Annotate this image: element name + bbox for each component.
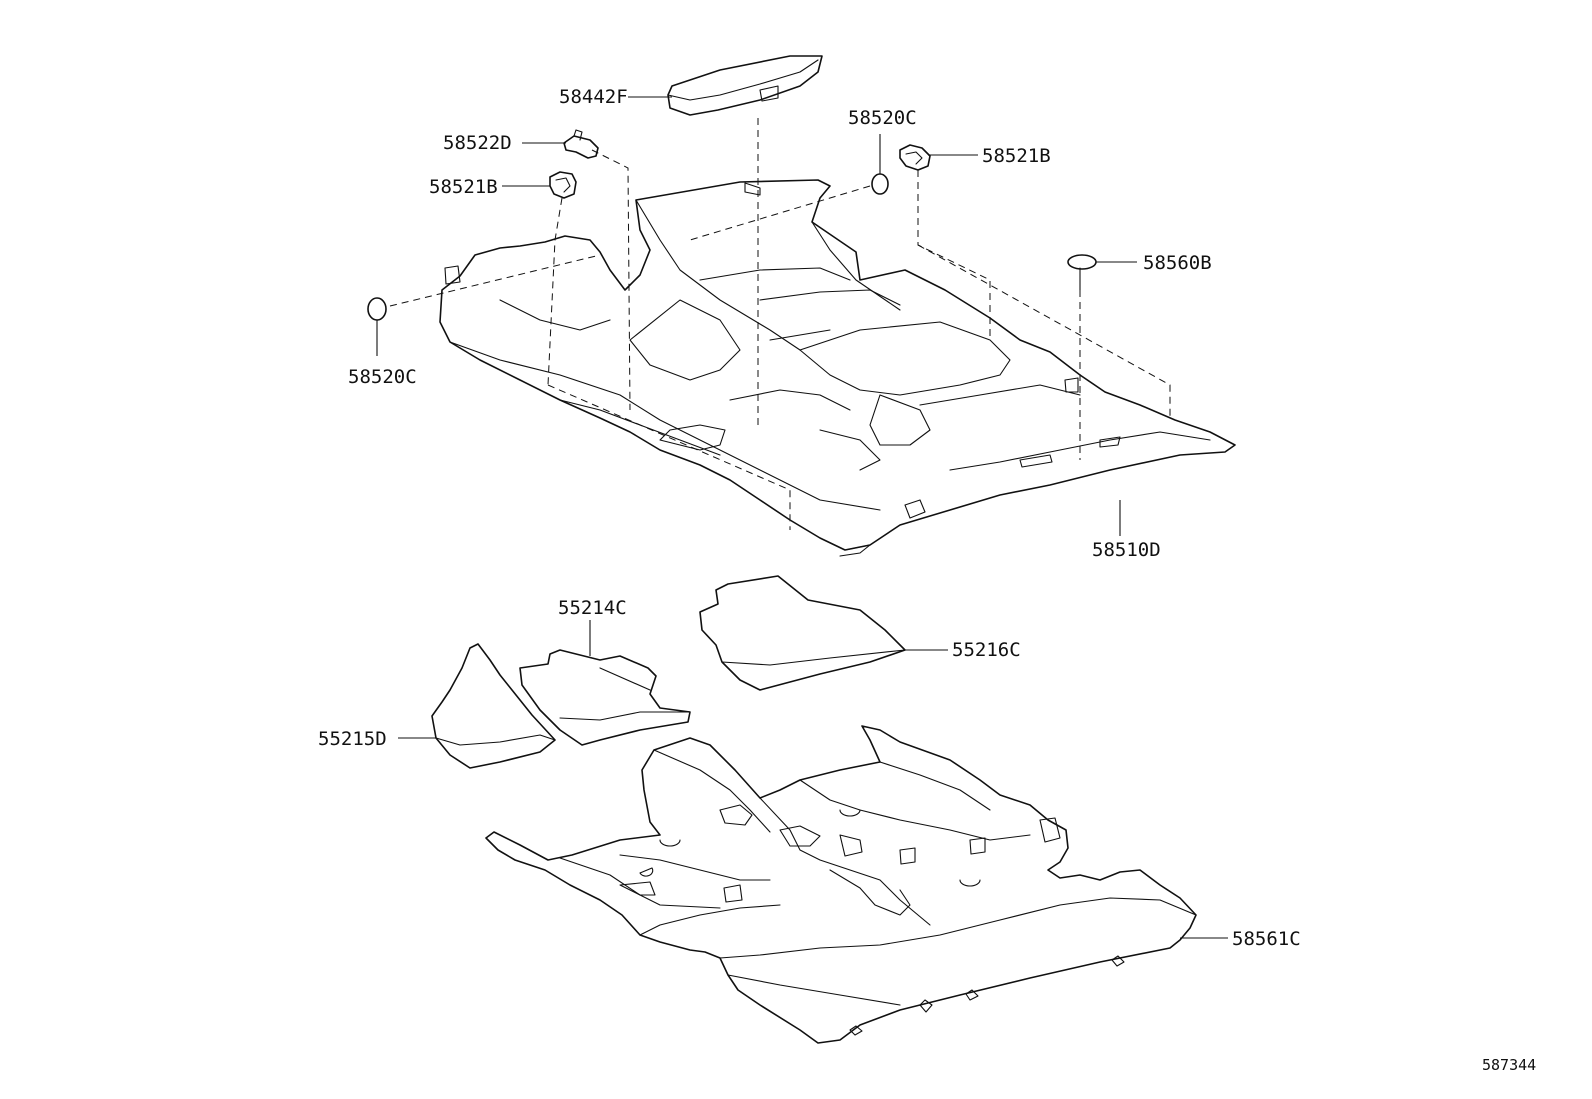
assembly-dashed-lines xyxy=(389,118,1171,530)
callout-58442f: 58442F xyxy=(559,86,628,108)
callout-58520c-left: 58520C xyxy=(348,366,417,388)
callout-55215d: 55215D xyxy=(318,728,387,750)
clip-58522d xyxy=(563,129,599,159)
floor-mat-55216c xyxy=(699,575,906,691)
floor-mat-55215d xyxy=(431,643,556,769)
floor-carpet-58561c xyxy=(485,725,1197,1044)
floor-silencer-58510d xyxy=(439,179,1236,557)
pad-58442f xyxy=(667,55,823,116)
callout-58521b-left: 58521B xyxy=(429,176,498,198)
callout-58560b: 58560B xyxy=(1143,252,1212,274)
callout-55216c: 55216C xyxy=(952,639,1021,661)
plug-58520c-top xyxy=(871,173,889,195)
callout-58510d: 58510D xyxy=(1092,539,1161,561)
clip-58521b-right xyxy=(899,144,931,171)
leader-lines xyxy=(376,96,1228,939)
callout-58520c-top: 58520C xyxy=(848,107,917,129)
clip-58521b-left xyxy=(549,171,577,199)
callout-58521b-right: 58521B xyxy=(982,145,1051,167)
callout-55214c: 55214C xyxy=(558,597,627,619)
pin-58560b xyxy=(1067,254,1097,291)
callout-58522d: 58522D xyxy=(443,132,512,154)
reference-number: 587344 xyxy=(1482,1056,1536,1074)
plug-58520c-left xyxy=(367,297,387,321)
callout-58561c: 58561C xyxy=(1232,928,1301,950)
floor-mat-55214c xyxy=(519,649,691,746)
